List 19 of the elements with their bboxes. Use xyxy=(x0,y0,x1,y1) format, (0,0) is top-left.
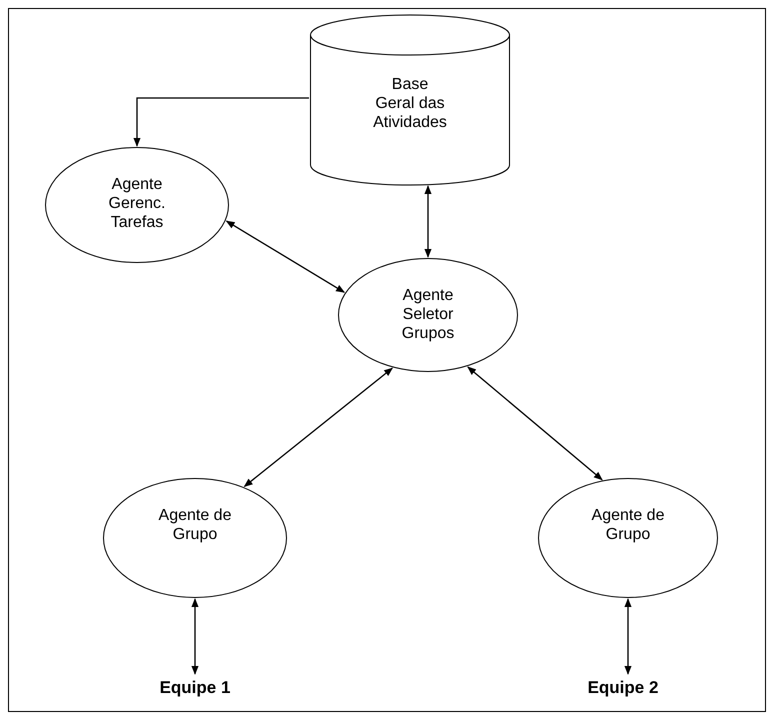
node-label: Agente de Grupo xyxy=(158,506,232,544)
agent-ellipse xyxy=(45,147,229,263)
agent-ellipse xyxy=(538,478,718,598)
team-label: Equipe 1 xyxy=(158,678,232,697)
node-label: Agente Gerenc. Tarefas xyxy=(108,175,166,232)
arrow xyxy=(133,97,309,147)
node-label: Agente de Grupo xyxy=(590,506,666,544)
arrow xyxy=(226,220,346,293)
agent-ellipse xyxy=(338,258,518,372)
database-cylinder xyxy=(310,15,510,185)
arrow xyxy=(191,598,199,675)
node-label: Agente Seletor Grupos xyxy=(400,286,456,343)
node-label: Base Geral das Atividades xyxy=(372,75,448,132)
arrow xyxy=(467,366,603,480)
arrow xyxy=(424,185,432,258)
arrow xyxy=(624,598,632,675)
agent-ellipse xyxy=(103,478,287,598)
team-label: Equipe 2 xyxy=(586,678,660,697)
arrow xyxy=(244,368,393,488)
